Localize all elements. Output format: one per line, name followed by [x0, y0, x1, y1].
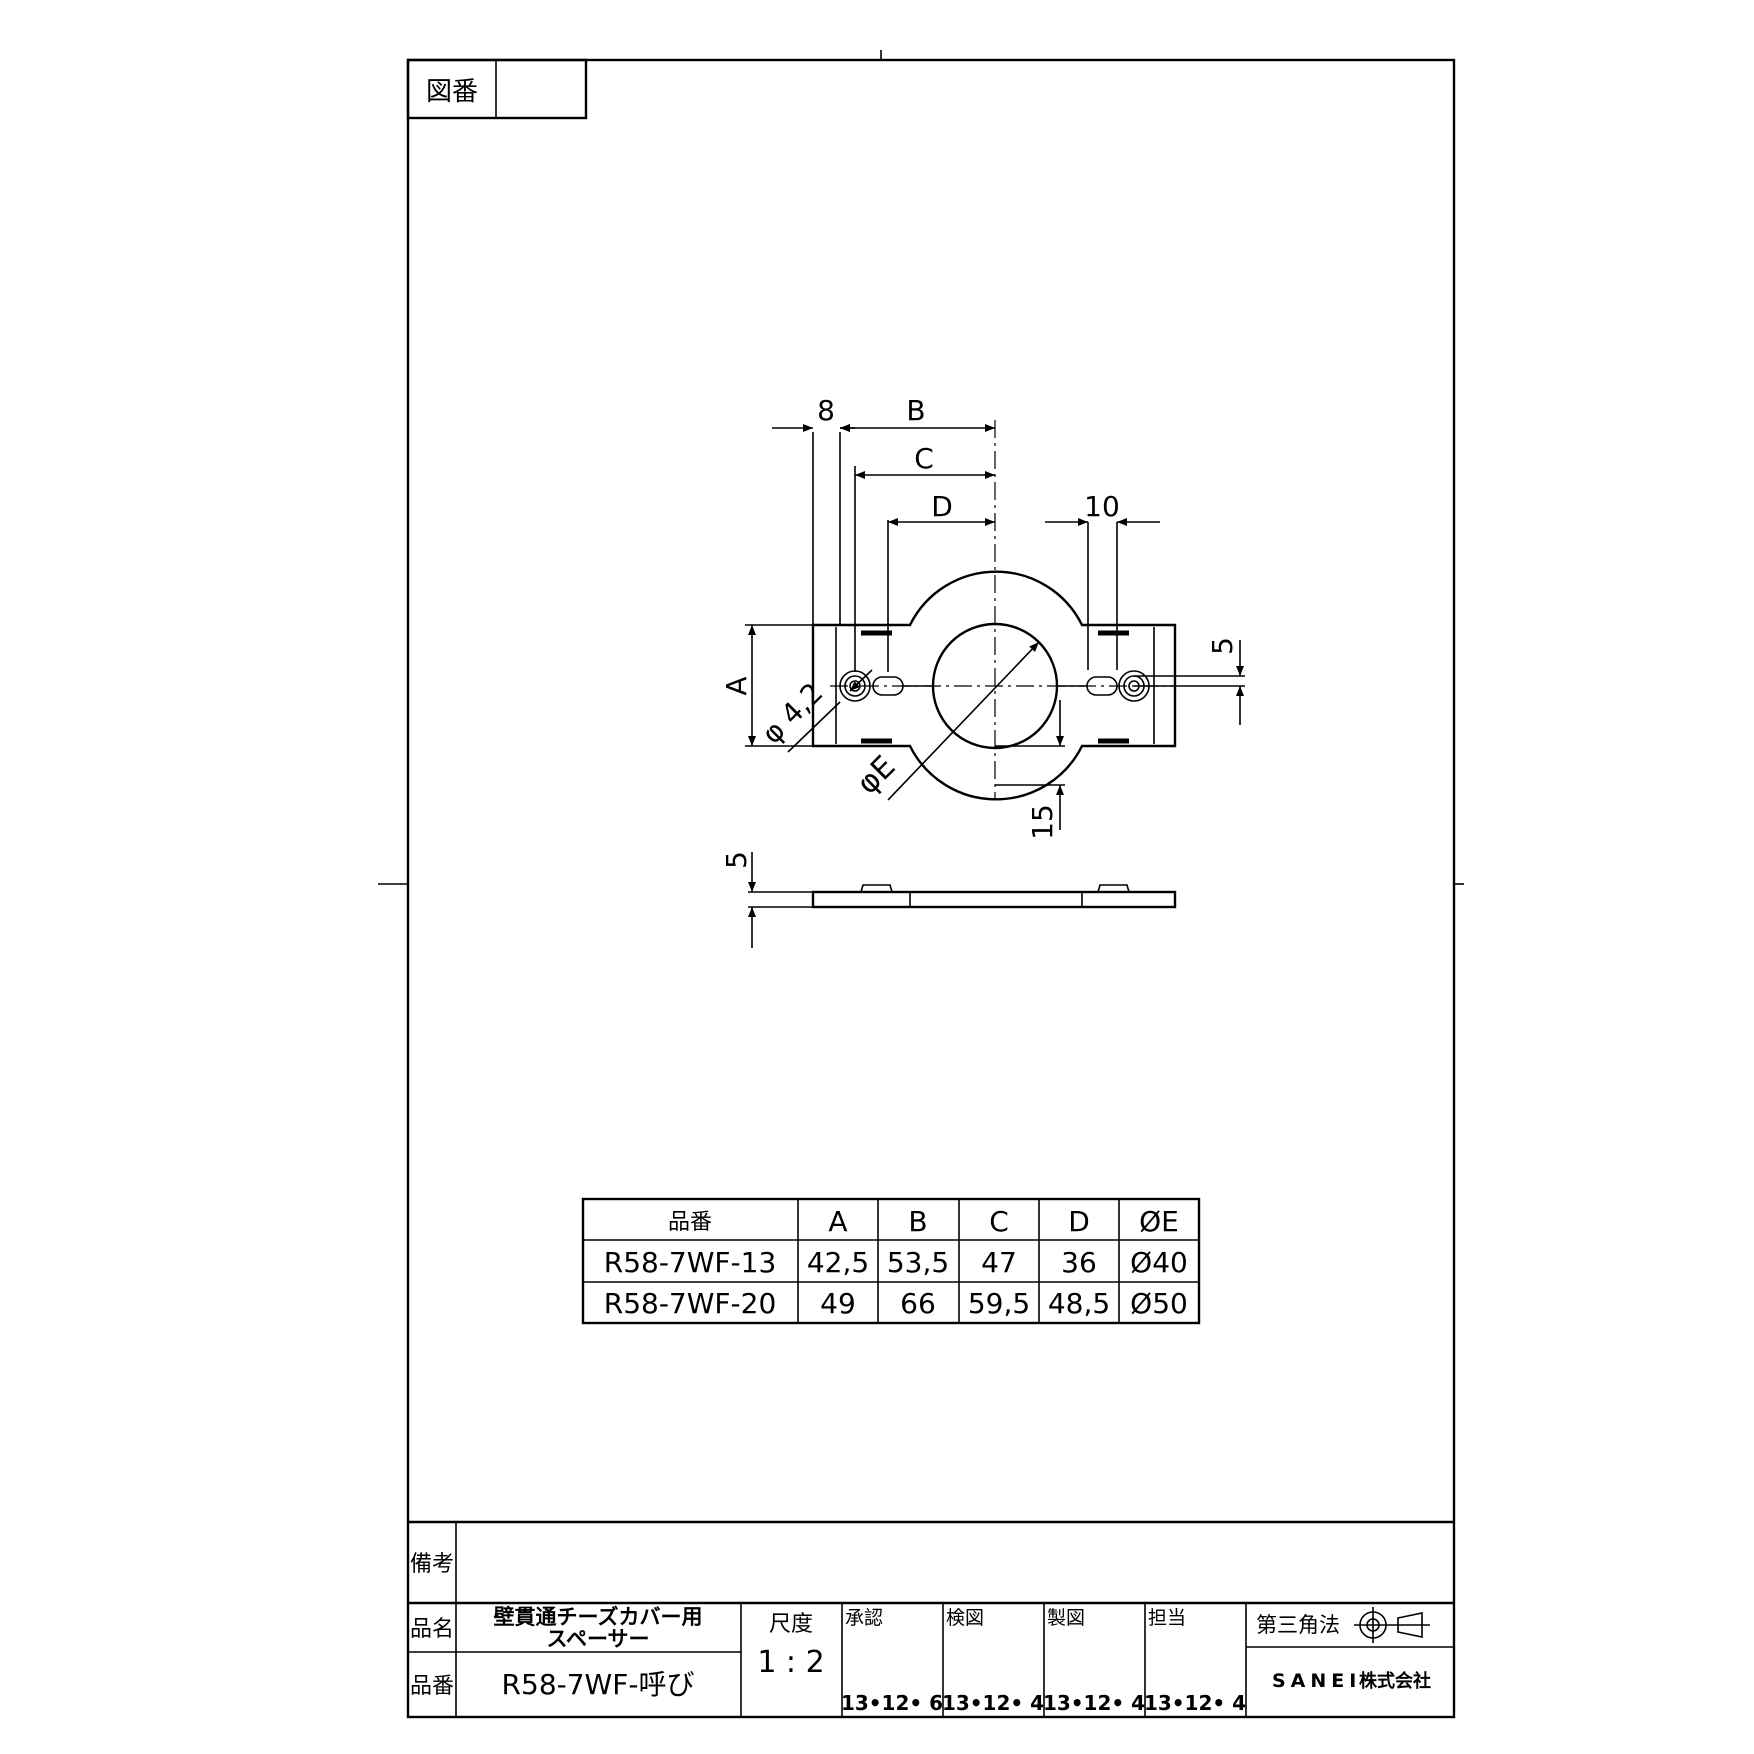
drawing-number-label: 図番 — [426, 77, 478, 107]
table-cell: 36 — [1061, 1246, 1097, 1279]
part-number-value: R58-7WF-呼び — [502, 1668, 695, 1701]
projection-icon — [1354, 1607, 1430, 1643]
table-cell: 48,5 — [1048, 1287, 1110, 1320]
approval-label: 承認 — [845, 1607, 883, 1629]
name-label: 品名 — [410, 1617, 454, 1642]
charge-label: 担当 — [1148, 1607, 1186, 1629]
table-header-e: ØE — [1139, 1205, 1179, 1238]
dim-tab-width: 8 — [817, 394, 835, 427]
dim-slot-width: 10 — [1084, 490, 1120, 523]
dim-thickness: 5 — [720, 851, 753, 869]
title-block: 備考 品名 壁貫通チーズカバー用 スペーサー 品番 R58-7WF-呼び 尺度 … — [408, 1520, 1454, 1717]
company-name: SANEI — [1272, 1670, 1361, 1692]
drafting-label: 製図 — [1047, 1607, 1085, 1629]
dim-b: B — [906, 394, 925, 427]
side-view: 5 — [720, 851, 1177, 948]
table-header-d: D — [1068, 1205, 1090, 1238]
table-cell: R58-7WF-20 — [604, 1287, 777, 1320]
dim-c: C — [914, 442, 934, 475]
check-label: 検図 — [946, 1607, 984, 1629]
table-header-b: B — [908, 1205, 927, 1238]
check-date: 13•12• 4 — [942, 1691, 1044, 1715]
table-cell: R58-7WF-13 — [604, 1246, 777, 1279]
drafting-date: 13•12• 4 — [1043, 1691, 1145, 1715]
table-cell: 42,5 — [807, 1246, 869, 1279]
charge-date: 13•12• 4 — [1144, 1691, 1246, 1715]
name-value-line2: スペーサー — [546, 1627, 649, 1651]
table-cell: 49 — [820, 1287, 856, 1320]
table-cell: 53,5 — [887, 1246, 949, 1279]
name-value-line1: 壁貫通チーズカバー用 — [494, 1605, 703, 1629]
table-cell: Ø50 — [1130, 1287, 1188, 1320]
projection-label: 第三角法 — [1256, 1613, 1340, 1637]
center-marks — [378, 50, 1464, 885]
scale-label: 尺度 — [769, 1612, 813, 1637]
dim-d: D — [931, 490, 953, 523]
table-cell: 59,5 — [968, 1287, 1030, 1320]
approval-date: 13•12• 6 — [841, 1691, 943, 1715]
scale-value: 1 : 2 — [757, 1645, 824, 1680]
sheet-border — [406, 58, 1456, 1719]
table-cell: 47 — [981, 1246, 1017, 1279]
table-header-a: A — [828, 1205, 847, 1238]
plan-view — [811, 420, 1177, 801]
dim-rim: 15 — [1026, 804, 1059, 840]
table-header-c: C — [989, 1205, 1009, 1238]
dim-slot-offset: 5 — [1206, 637, 1239, 655]
table-header-part-number: 品番 — [668, 1210, 712, 1235]
dim-a: A — [720, 676, 753, 695]
remarks-label: 備考 — [410, 1552, 454, 1577]
table-cell: 66 — [900, 1287, 936, 1320]
company-suffix: 株式会社 — [1359, 1670, 1431, 1692]
table-cell: Ø40 — [1130, 1246, 1188, 1279]
drawing-number-box: 図番 — [406, 58, 588, 120]
dimension-table: 品番 A B C D ØE R58-7WF-13 42,5 53,5 47 36… — [581, 1197, 1201, 1325]
part-number-label: 品番 — [410, 1674, 454, 1699]
